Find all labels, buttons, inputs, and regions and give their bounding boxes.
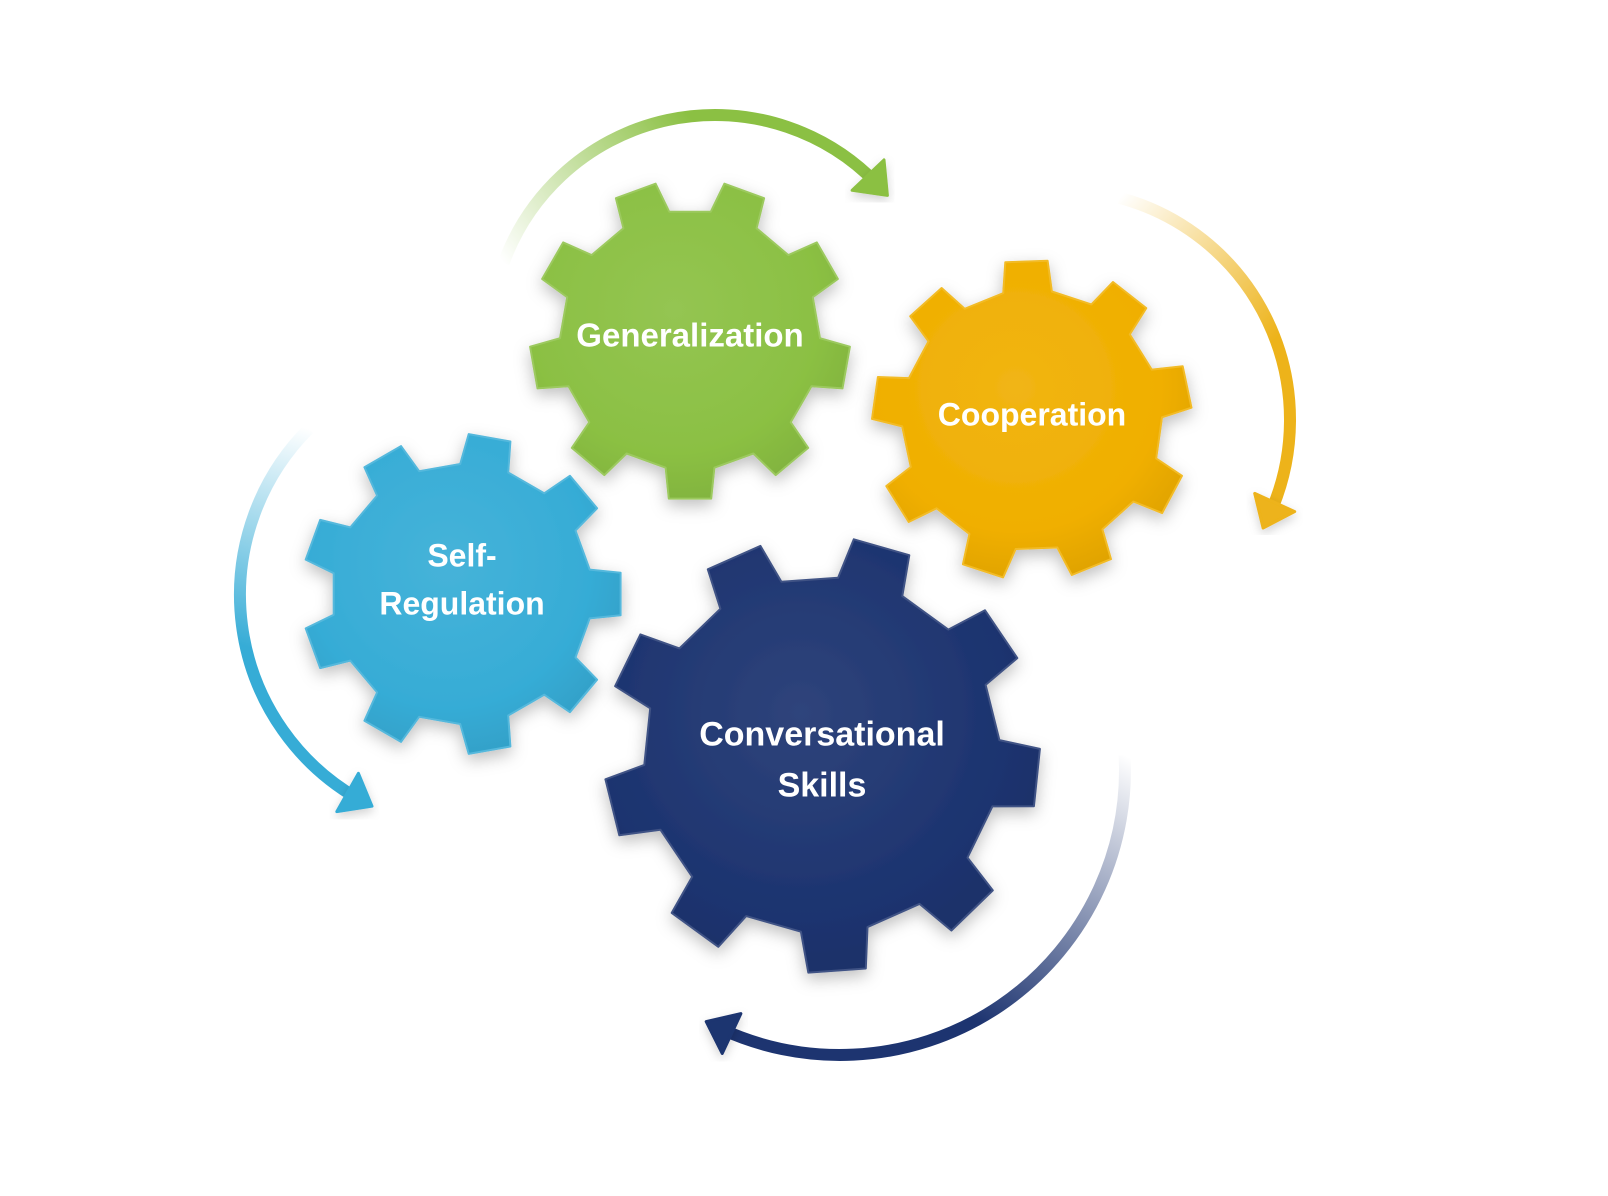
gear-label-line: Cooperation bbox=[938, 396, 1126, 432]
arrow-head-icon bbox=[704, 1012, 743, 1055]
gear-label-line: Self- bbox=[427, 537, 496, 573]
arrow-arc bbox=[718, 754, 1131, 1061]
gears: Generalization Cooperation Self- Regulati… bbox=[304, 182, 1193, 974]
self-regulation-gear: Self- Regulation bbox=[304, 433, 622, 755]
arrow-head-icon bbox=[335, 771, 374, 814]
cycle-arrows bbox=[234, 109, 1297, 1061]
arrow-head-icon bbox=[850, 158, 889, 197]
arrow-head-icon bbox=[1253, 491, 1297, 530]
cooperation-gear: Cooperation bbox=[871, 259, 1193, 579]
gear-label-line: Generalization bbox=[576, 317, 803, 354]
conversational-skills-arrow bbox=[704, 754, 1131, 1061]
gear-shape bbox=[304, 433, 622, 755]
gear-label-line: Regulation bbox=[379, 585, 544, 621]
gear-shape bbox=[871, 259, 1193, 579]
generalization-gear: Generalization bbox=[529, 182, 851, 500]
gear-shape bbox=[604, 538, 1041, 974]
arrow-arc bbox=[497, 109, 881, 266]
self-regulation-arrow bbox=[234, 424, 374, 814]
gear-label-line: Conversational bbox=[699, 715, 945, 753]
generalization-arrow bbox=[497, 109, 889, 266]
arrow-arc bbox=[1117, 192, 1296, 516]
gear-label-line: Skills bbox=[778, 766, 867, 804]
cooperation-arrow bbox=[1117, 192, 1297, 530]
gear-shape bbox=[529, 182, 851, 500]
arrow-arc bbox=[234, 424, 361, 804]
